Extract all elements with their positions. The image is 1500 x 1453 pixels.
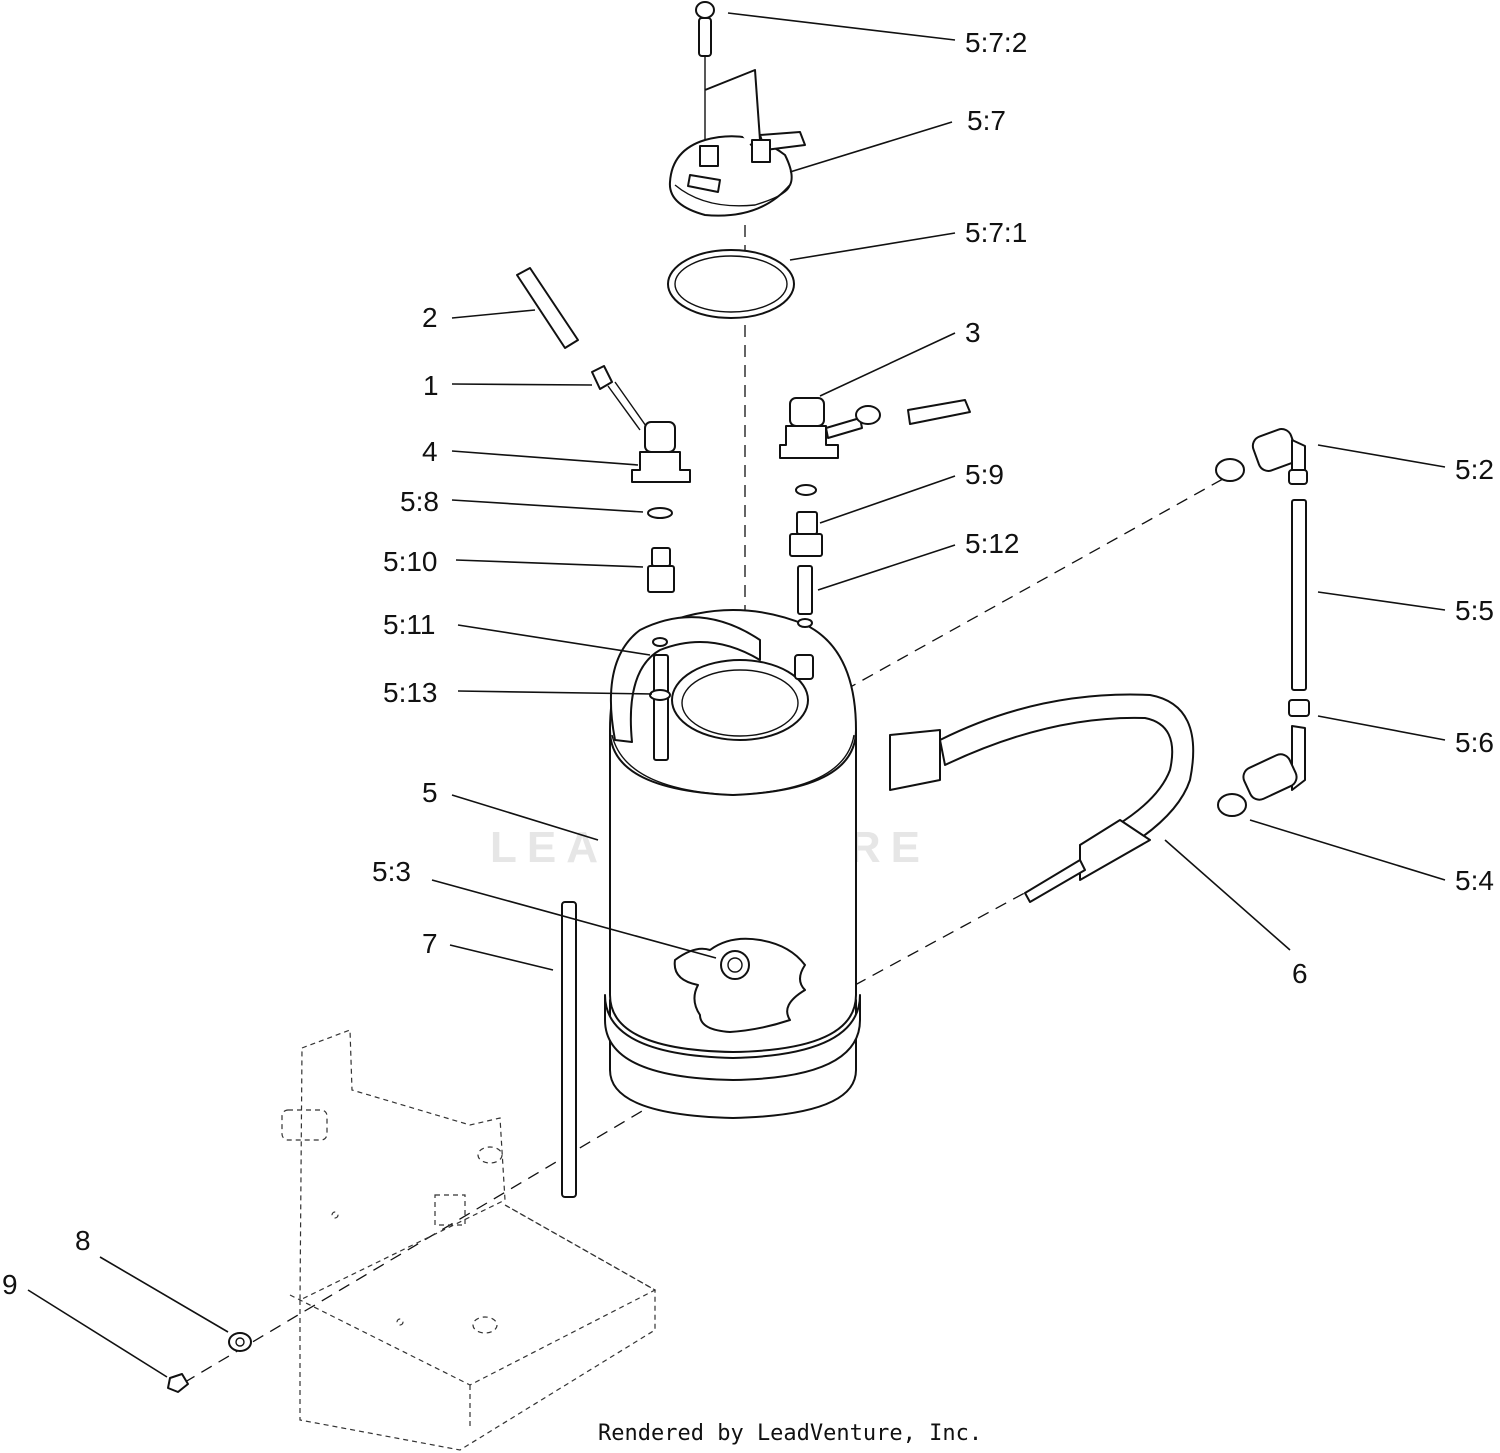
callout-5-6: 5:6 bbox=[1455, 727, 1494, 758]
left-valve-stack bbox=[516, 267, 691, 761]
callout-5-12: 5:12 bbox=[965, 528, 1020, 559]
callout-5-8: 5:8 bbox=[400, 486, 439, 517]
callout-5-9: 5:9 bbox=[965, 459, 1004, 490]
callout-9: 9 bbox=[2, 1269, 18, 1300]
lid-assembly bbox=[667, 1, 806, 319]
right-valve-stack bbox=[779, 397, 971, 628]
callout-5-10: 5:10 bbox=[383, 546, 438, 577]
callout-5-2: 5:2 bbox=[1455, 454, 1494, 485]
callout-6: 6 bbox=[1292, 958, 1308, 989]
callout-5-4: 5:4 bbox=[1455, 865, 1494, 896]
callout-5-13: 5:13 bbox=[383, 677, 438, 708]
sight-tube-assembly bbox=[1215, 428, 1310, 817]
mount-hardware bbox=[167, 1332, 252, 1393]
mounting-bracket bbox=[281, 1029, 657, 1451]
strap bbox=[889, 693, 1195, 903]
credit-text: Rendered by LeadVenture, Inc. bbox=[598, 1421, 982, 1446]
callout-5-3: 5:3 bbox=[372, 856, 411, 887]
callout-7: 7 bbox=[422, 928, 438, 959]
callout-8: 8 bbox=[75, 1225, 91, 1256]
dip-tube bbox=[561, 901, 577, 1198]
callout-1: 1 bbox=[423, 370, 439, 401]
callout-2: 2 bbox=[422, 302, 438, 333]
callout-5-7-2: 5:7:2 bbox=[965, 27, 1027, 58]
callout-5-7-1: 5:7:1 bbox=[965, 217, 1027, 248]
callout-5-5: 5:5 bbox=[1455, 595, 1494, 626]
callout-5-11: 5:11 bbox=[383, 609, 435, 640]
tank bbox=[604, 609, 861, 1119]
callout-5: 5 bbox=[422, 777, 438, 808]
callout-4: 4 bbox=[422, 436, 438, 467]
callout-5-7: 5:7 bbox=[967, 105, 1006, 136]
leader-lines bbox=[27, 12, 1446, 1378]
callout-labels: 5:7:2 5:7 5:7:1 2 1 3 4 5:8 5:9 5:10 5:1… bbox=[2, 27, 1494, 1300]
callout-3: 3 bbox=[965, 317, 981, 348]
